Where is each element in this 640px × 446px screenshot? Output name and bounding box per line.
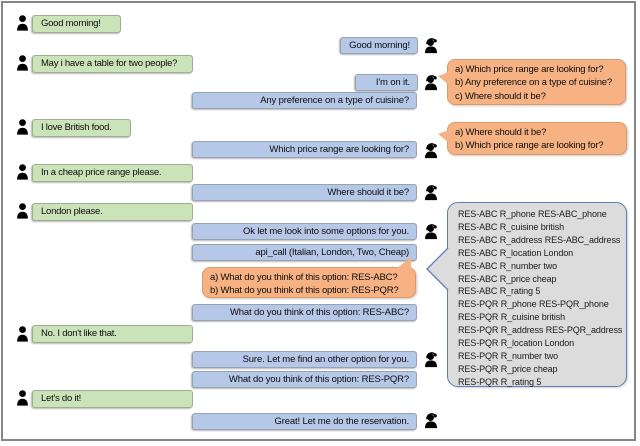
bot-message-bubble: Sure. Let me find an other option for yo… (192, 351, 417, 368)
user-message-bubble: I love British food. (32, 119, 131, 137)
bot-message-bubble: Good morning! (340, 37, 418, 54)
option-list-bubble: a) Which price range are looking for? b)… (438, 59, 626, 105)
user-message-bubble: No. I don't like that. (32, 325, 193, 343)
user-message-bubble: Good morning! (32, 15, 121, 33)
person-icon (17, 164, 28, 180)
option-line: b) Which price range are looking for? (455, 140, 604, 152)
option-line: a) What do you think of this option: RES… (210, 271, 398, 283)
bot-message-bubble: api_call (Italian, London, Two, Cheap) (192, 244, 417, 261)
kb-line: RES-PQR R_cuisine british (458, 312, 566, 323)
bot-message-bubble: Great! Let me do the reservation. (192, 413, 417, 430)
person-icon (17, 119, 28, 135)
agent-headset-icon (425, 413, 437, 429)
option-list-bubble: a) Where should it be? b) Which price ra… (438, 122, 627, 155)
person-icon (17, 55, 28, 71)
kb-line: RES-ABC R_location London (458, 247, 574, 258)
kb-line: RES-ABC R_address RES-ABC_address (458, 234, 621, 245)
bot-message-bubble: I'm on it. (355, 74, 418, 91)
user-message-bubble: May i have a table for two people? (32, 55, 193, 73)
user-message-bubble: In a cheap price range please. (32, 164, 193, 182)
bot-message-bubble: Where should it be? (192, 184, 417, 201)
kb-line: RES-ABC R_price cheap (458, 273, 557, 284)
kb-line: RES-PQR R_phone RES-PQR_phone (458, 299, 609, 310)
kb-line: RES-ABC R_cuisine british (458, 221, 565, 232)
agent-headset-icon (425, 224, 437, 240)
user-message-bubble: London please. (32, 203, 193, 221)
option-line: a) Where should it be? (455, 126, 547, 138)
bot-message-bubble: Ok let me look into some options for you… (192, 223, 417, 240)
agent-headset-icon (425, 75, 437, 91)
person-icon (17, 15, 28, 31)
agent-headset-icon (425, 143, 437, 159)
kb-line: RES-PQR R_price cheap (458, 363, 558, 374)
bot-message-bubble: Which price range are looking for? (192, 141, 417, 158)
option-line: a) Which price range are looking for? (455, 63, 604, 75)
person-icon (17, 390, 28, 406)
user-message-bubble: Let's do it! (32, 390, 193, 408)
kb-line: RES-PQR R_rating 5 (458, 376, 542, 387)
agent-headset-icon (425, 38, 437, 54)
kb-line: RES-ABC R_phone RES-ABC_phone (458, 209, 607, 219)
bot-message-bubble: What do you think of this option: RES-PQ… (192, 371, 417, 388)
bot-message-bubble: What do you think of this option: RES-AB… (192, 304, 417, 321)
figure-frame (1, 1, 636, 441)
callout-tail (396, 257, 411, 269)
agent-headset-icon (425, 185, 437, 201)
kb-line: RES-PQR R_location London (458, 338, 575, 349)
option-line: c) Where should it be? (455, 90, 546, 102)
callout-tail (438, 130, 449, 143)
kb-results-bubble: RES-ABC R_phone RES-ABC_phone RES-ABC R_… (426, 202, 627, 387)
kb-line: RES-PQR R_address RES-PQR_address (458, 325, 623, 336)
option-line: b) What do you think of this option: RES… (210, 285, 399, 297)
person-icon (17, 203, 28, 219)
kb-callout-tail (426, 247, 449, 291)
kb-line: RES-ABC R_number two (458, 260, 558, 271)
option-list-bubble: a) What do you think of this option: RES… (202, 257, 416, 298)
callout-tail (438, 72, 449, 85)
agent-headset-icon (425, 352, 437, 368)
person-icon (17, 326, 28, 342)
kb-line: RES-ABC R_rating 5 (458, 286, 541, 297)
option-line: b) Any preference on a type of cuisine? (455, 77, 612, 89)
bot-message-bubble: Any preference on a type of cuisine? (192, 92, 417, 109)
kb-line: RES-PQR R_number two (458, 350, 559, 361)
